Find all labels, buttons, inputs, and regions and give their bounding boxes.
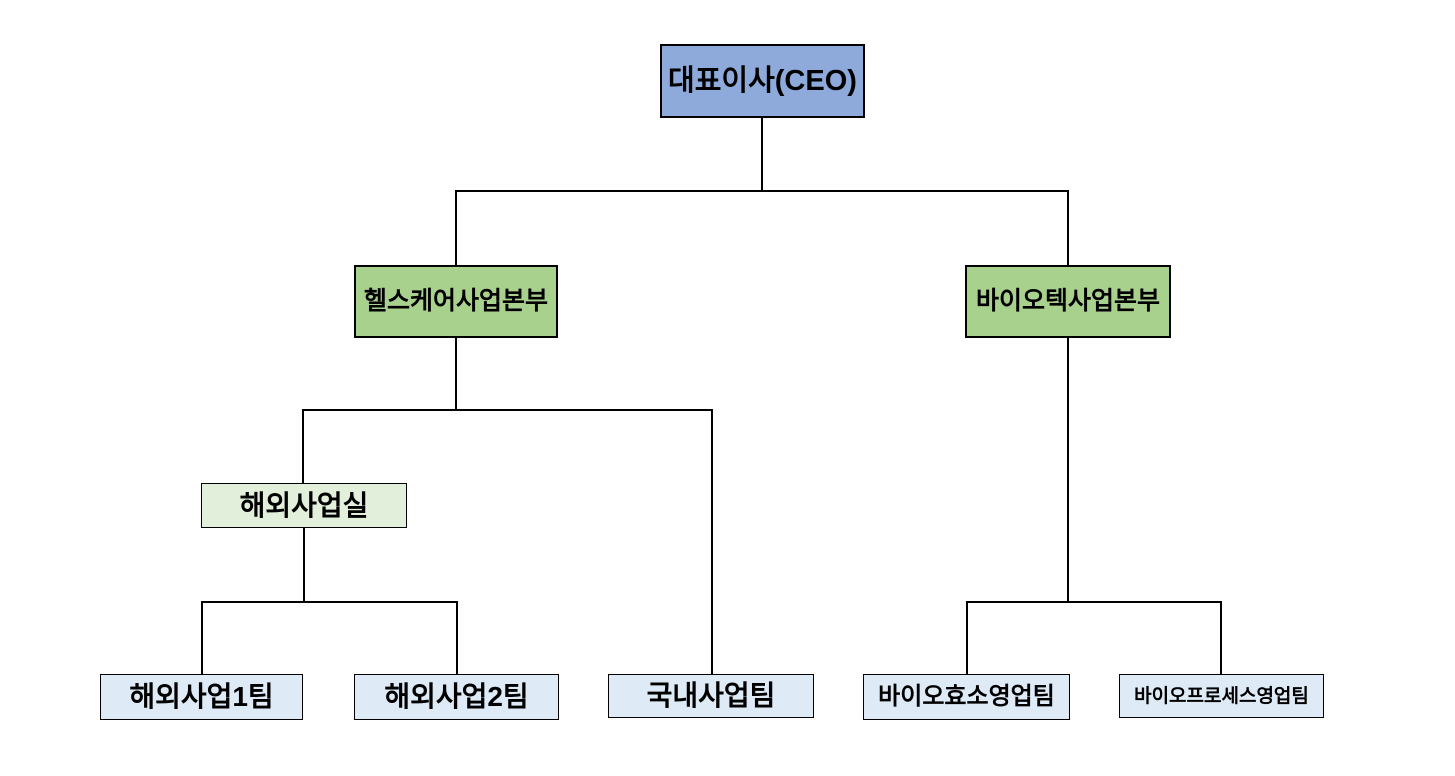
connector-to-overseas-office [302, 409, 304, 484]
connector-mid-horizontal [302, 409, 713, 411]
connector-to-overseas-team2 [456, 601, 458, 675]
node-overseas-team1: 해외사업1팀 [100, 674, 303, 720]
node-biotech-division: 바이오텍사업본부 [965, 265, 1171, 338]
node-bio-process-team: 바이오프로세스영업팀 [1119, 674, 1324, 718]
node-bio-enzyme-team: 바이오효소영업팀 [863, 674, 1070, 720]
connector-to-bio-process-team [1220, 601, 1222, 675]
connector-to-healthcare [455, 190, 457, 266]
connector-to-domestic-team [711, 409, 713, 675]
node-healthcare-division: 헬스케어사업본부 [354, 265, 558, 338]
node-ceo: 대표이사(CEO) [660, 44, 865, 118]
connector-ceo-down [761, 118, 763, 191]
connector-office-down [303, 528, 305, 602]
node-domestic-team: 국내사업팀 [608, 674, 814, 718]
connector-office-horizontal [201, 601, 458, 603]
node-overseas-office: 해외사업실 [201, 483, 407, 528]
connector-biotech-down [1067, 338, 1069, 602]
connector-to-overseas-team1 [201, 601, 203, 675]
node-overseas-team2: 해외사업2팀 [354, 674, 559, 720]
connector-healthcare-down [455, 338, 457, 410]
connector-top-horizontal [455, 190, 1069, 192]
connector-to-bio-enzyme-team [966, 601, 968, 675]
connector-to-biotech [1067, 190, 1069, 266]
connector-biotech-horizontal [966, 601, 1222, 603]
